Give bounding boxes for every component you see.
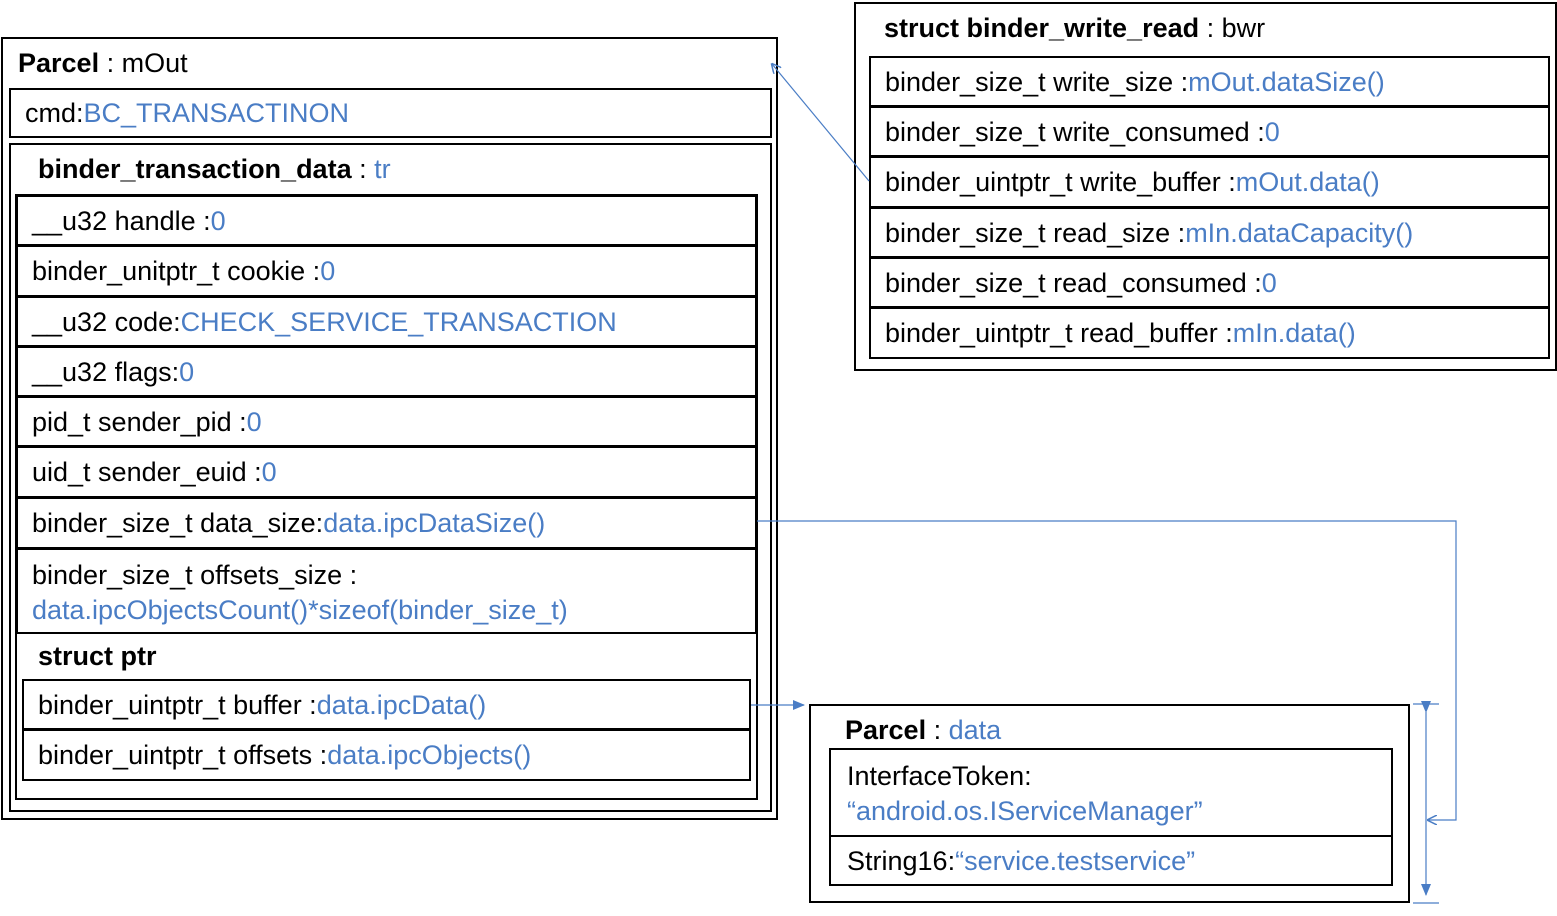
parcel-mout-title: Parcel : mOut [18,47,188,79]
btd-type: binder_transaction_data [38,154,352,184]
parcel-mout-name: mOut [121,48,188,78]
field-value: 0 [1261,267,1277,298]
struct-ptr-title: struct ptr [38,640,157,672]
cmd-value: BC_TRANSACTINON [83,98,350,128]
btd-field-data-size: binder_size_t data_size: data.ipcDataSiz… [16,497,757,549]
field-value: data.ipcObjectsCount()*sizeof(binder_siz… [32,595,568,625]
bwr-field-write-buffer: binder_uintptr_t write_buffer : mOut.dat… [869,156,1550,208]
field-value: CHECK_SERVICE_TRANSACTION [180,306,617,337]
bwr-sep: : [1199,13,1222,43]
btd-title: binder_transaction_data : tr [38,153,391,185]
field-label: binder_size_t read_consumed : [885,267,1262,298]
parcel-mout-sep: : [99,48,122,78]
bwr-type: struct binder_write_read [884,13,1200,43]
field-value: 0 [179,356,195,387]
btd-field-handle: __u32 handle : 0 [16,195,757,246]
bwr-field-read-buffer: binder_uintptr_t read_buffer : mIn.data(… [869,307,1550,359]
ptr-field-offsets: binder_uintptr_t offsets : data.ipcObjec… [22,729,751,781]
parcel-data-type: Parcel [845,715,927,745]
field-value: 0 [246,406,262,437]
btd-field-sender-pid: pid_t sender_pid : 0 [16,396,757,447]
btd-sep: : [351,154,375,184]
btd-field-sender-euid: uid_t sender_euid : 0 [16,446,757,498]
data-field-string16: String16: “service.testservice” [829,835,1393,886]
field-value: data.ipcDataSize() [323,508,546,538]
cmd-field: cmd: BC_TRANSACTINON [9,88,772,138]
field-label: binder_size_t data_size: [32,508,324,538]
field-label: binder_uintptr_t offsets : [38,740,328,770]
field-value: data.ipcObjects() [327,740,532,770]
bwr-field-write-consumed: binder_size_t write_consumed : 0 [869,106,1550,157]
parcel-data-name: data [948,715,1002,745]
btd-field-offsets-size: binder_size_t offsets_size : data.ipcObj… [16,548,757,634]
field-value: mIn.data() [1232,318,1356,348]
field-label: pid_t sender_pid : [32,406,247,437]
field-label: binder_size_t write_size : [885,66,1189,97]
cmd-label: cmd: [25,98,84,128]
struct-ptr-label: struct ptr [38,641,157,671]
bwr-field-write-size: binder_size_t write_size : mOut.dataSize… [869,56,1550,107]
field-value: mOut.dataSize() [1188,66,1385,97]
field-value: 0 [1264,116,1280,147]
field-label: String16: [847,845,956,876]
field-value: “android.os.IServiceManager” [847,796,1203,826]
field-value: mIn.dataCapacity() [1185,217,1414,248]
field-label: __u32 handle : [32,205,211,236]
bwr-title: struct binder_write_read : bwr [884,12,1265,44]
data-field-interface-token: InterfaceToken: “android.os.IServiceMana… [829,748,1393,837]
parcel-data-title: Parcel : data [845,714,1001,746]
btd-field-flags: __u32 flags: 0 [16,346,757,397]
bwr-field-read-size: binder_size_t read_size : mIn.dataCapaci… [869,207,1550,258]
field-value: 0 [261,457,277,487]
field-label: __u32 flags: [32,356,180,387]
field-value: 0 [210,205,226,236]
bwr-field-read-consumed: binder_size_t read_consumed : 0 [869,257,1550,308]
field-label: uid_t sender_euid : [32,457,262,487]
btd-field-cookie: binder_unitptr_t cookie : 0 [16,245,757,297]
field-label: binder_size_t read_size : [885,217,1186,248]
field-value: data.ipcData() [316,689,487,720]
field-label: binder_uintptr_t buffer : [38,689,317,720]
field-label: binder_unitptr_t cookie : [32,256,321,286]
btd-name: tr [374,154,391,184]
btd-field-code: __u32 code: CHECK_SERVICE_TRANSACTION [16,296,757,347]
field-label: __u32 code: [32,306,181,337]
bwr-name: bwr [1221,13,1266,43]
parcel-mout-type: Parcel [18,48,100,78]
field-label: InterfaceToken: [847,761,1032,791]
field-value: mOut.data() [1235,167,1380,197]
field-value: “service.testservice” [955,845,1196,876]
field-label: binder_size_t offsets_size : [32,560,358,590]
field-value: 0 [320,256,336,286]
field-label: binder_size_t write_consumed : [885,116,1265,147]
parcel-data-sep: : [926,715,949,745]
field-label: binder_uintptr_t write_buffer : [885,167,1236,197]
field-label: binder_uintptr_t read_buffer : [885,318,1233,348]
ptr-field-buffer: binder_uintptr_t buffer : data.ipcData() [22,679,751,730]
